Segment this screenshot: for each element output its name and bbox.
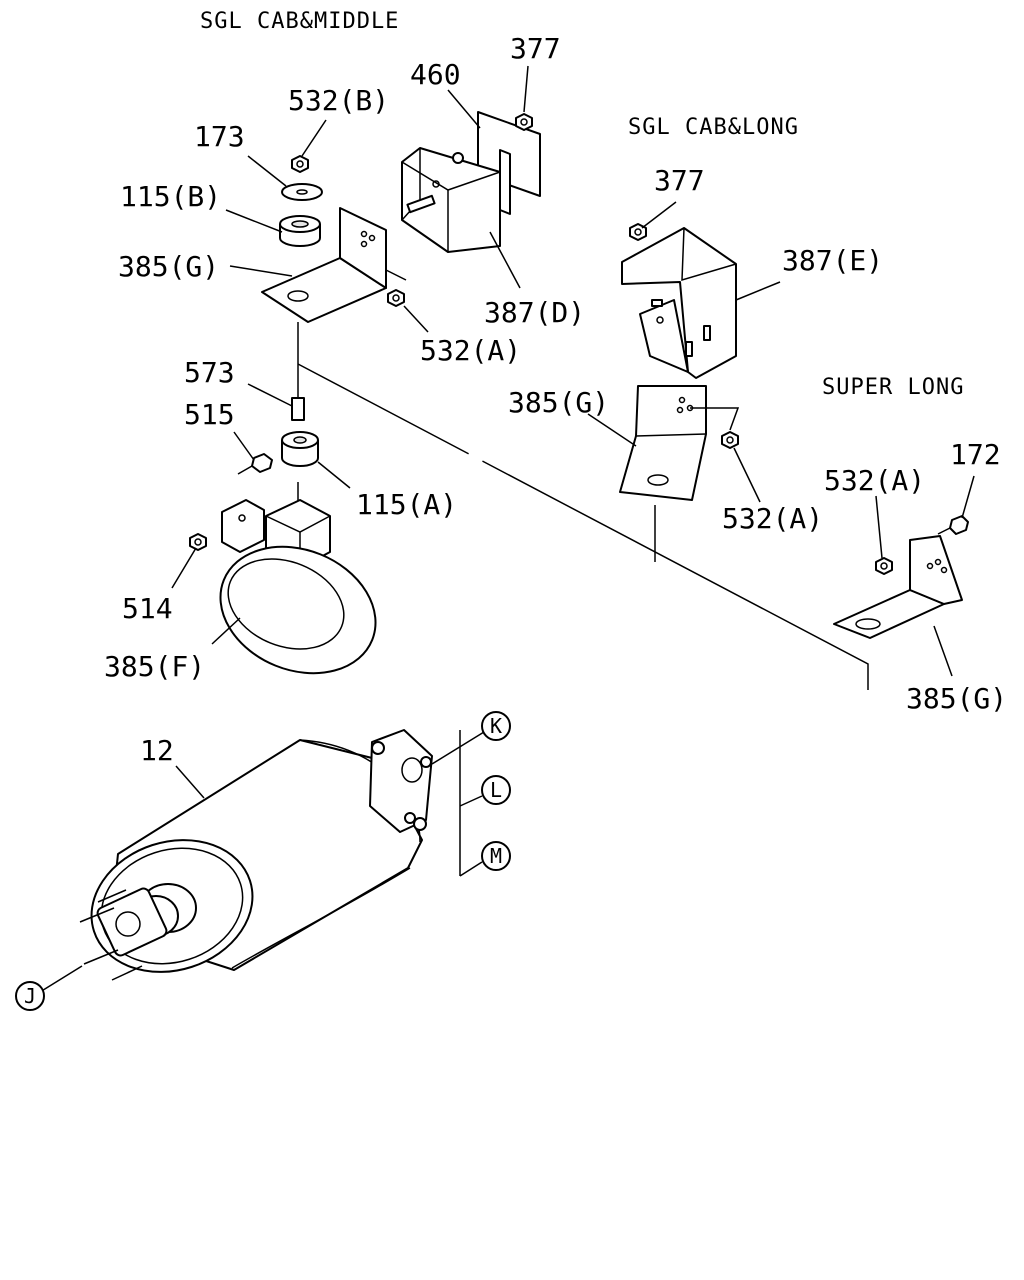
part-173-washer [281, 183, 323, 201]
label-12: 12 [140, 734, 174, 767]
label-172: 172 [950, 438, 1001, 471]
callout-k: K [481, 711, 511, 741]
leader-lines [39, 65, 975, 993]
callout-l-letter: L [490, 778, 502, 802]
part-385g-bracket-b [619, 385, 740, 501]
label-532a-b: 532(A) [722, 502, 823, 535]
part-12-muffler [79, 729, 433, 981]
label-460: 460 [410, 58, 461, 91]
part-532a-nut-c [875, 557, 893, 575]
label-115a: 115(A) [356, 488, 457, 521]
callout-j-letter: J [24, 984, 36, 1008]
label-385g-b: 385(G) [508, 386, 609, 419]
part-385f-strap [219, 482, 377, 675]
part-532a-nut-b [721, 431, 739, 449]
label-387e: 387(E) [782, 244, 883, 277]
label-532a-c: 532(A) [824, 464, 925, 497]
part-377-nut [515, 113, 533, 131]
label-514: 514 [122, 592, 173, 625]
part-385g-bracket-a [261, 207, 407, 323]
callout-m: M [481, 841, 511, 871]
part-387d-bracket [401, 147, 501, 253]
frame-connector-line [297, 363, 869, 690]
part-515-bolt [237, 453, 273, 475]
label-385g-c: 385(G) [906, 682, 1007, 715]
part-115b-bushing [279, 215, 321, 247]
label-532a-a: 532(A) [420, 334, 521, 367]
callout-j: J [15, 981, 45, 1011]
label-115b: 115(B) [120, 180, 221, 213]
header-super-long: SUPER LONG [822, 375, 964, 400]
label-377-b: 377 [654, 164, 705, 197]
header-sgl-cab-middle: SGL CAB&MIDDLE [200, 9, 399, 34]
label-573: 573 [184, 356, 235, 389]
label-377-a: 377 [510, 32, 561, 65]
callout-l: L [481, 775, 511, 805]
part-172-bolt [937, 515, 969, 535]
callout-m-letter: M [490, 844, 502, 868]
part-387e-bracket [621, 227, 737, 379]
part-514-nut [189, 533, 207, 551]
callout-k-letter: K [490, 714, 502, 738]
label-515: 515 [184, 398, 235, 431]
callout-km-bracket [431, 730, 485, 877]
part-115a-bushing [281, 431, 319, 467]
header-sgl-cab-long: SGL CAB&LONG [628, 115, 799, 140]
part-labels: 377 460 532(B) 173 115(B) 385(G) 387(D) … [104, 32, 1007, 767]
part-532a-nut-a [387, 289, 405, 307]
label-532b: 532(B) [288, 84, 389, 117]
label-385f: 385(F) [104, 650, 205, 683]
part-532b-nut [291, 155, 309, 173]
label-387d: 387(D) [484, 296, 585, 329]
label-385g-a: 385(G) [118, 250, 219, 283]
part-385g-bracket-c [833, 535, 963, 639]
label-173: 173 [194, 120, 245, 153]
part-573-stud [291, 322, 305, 421]
